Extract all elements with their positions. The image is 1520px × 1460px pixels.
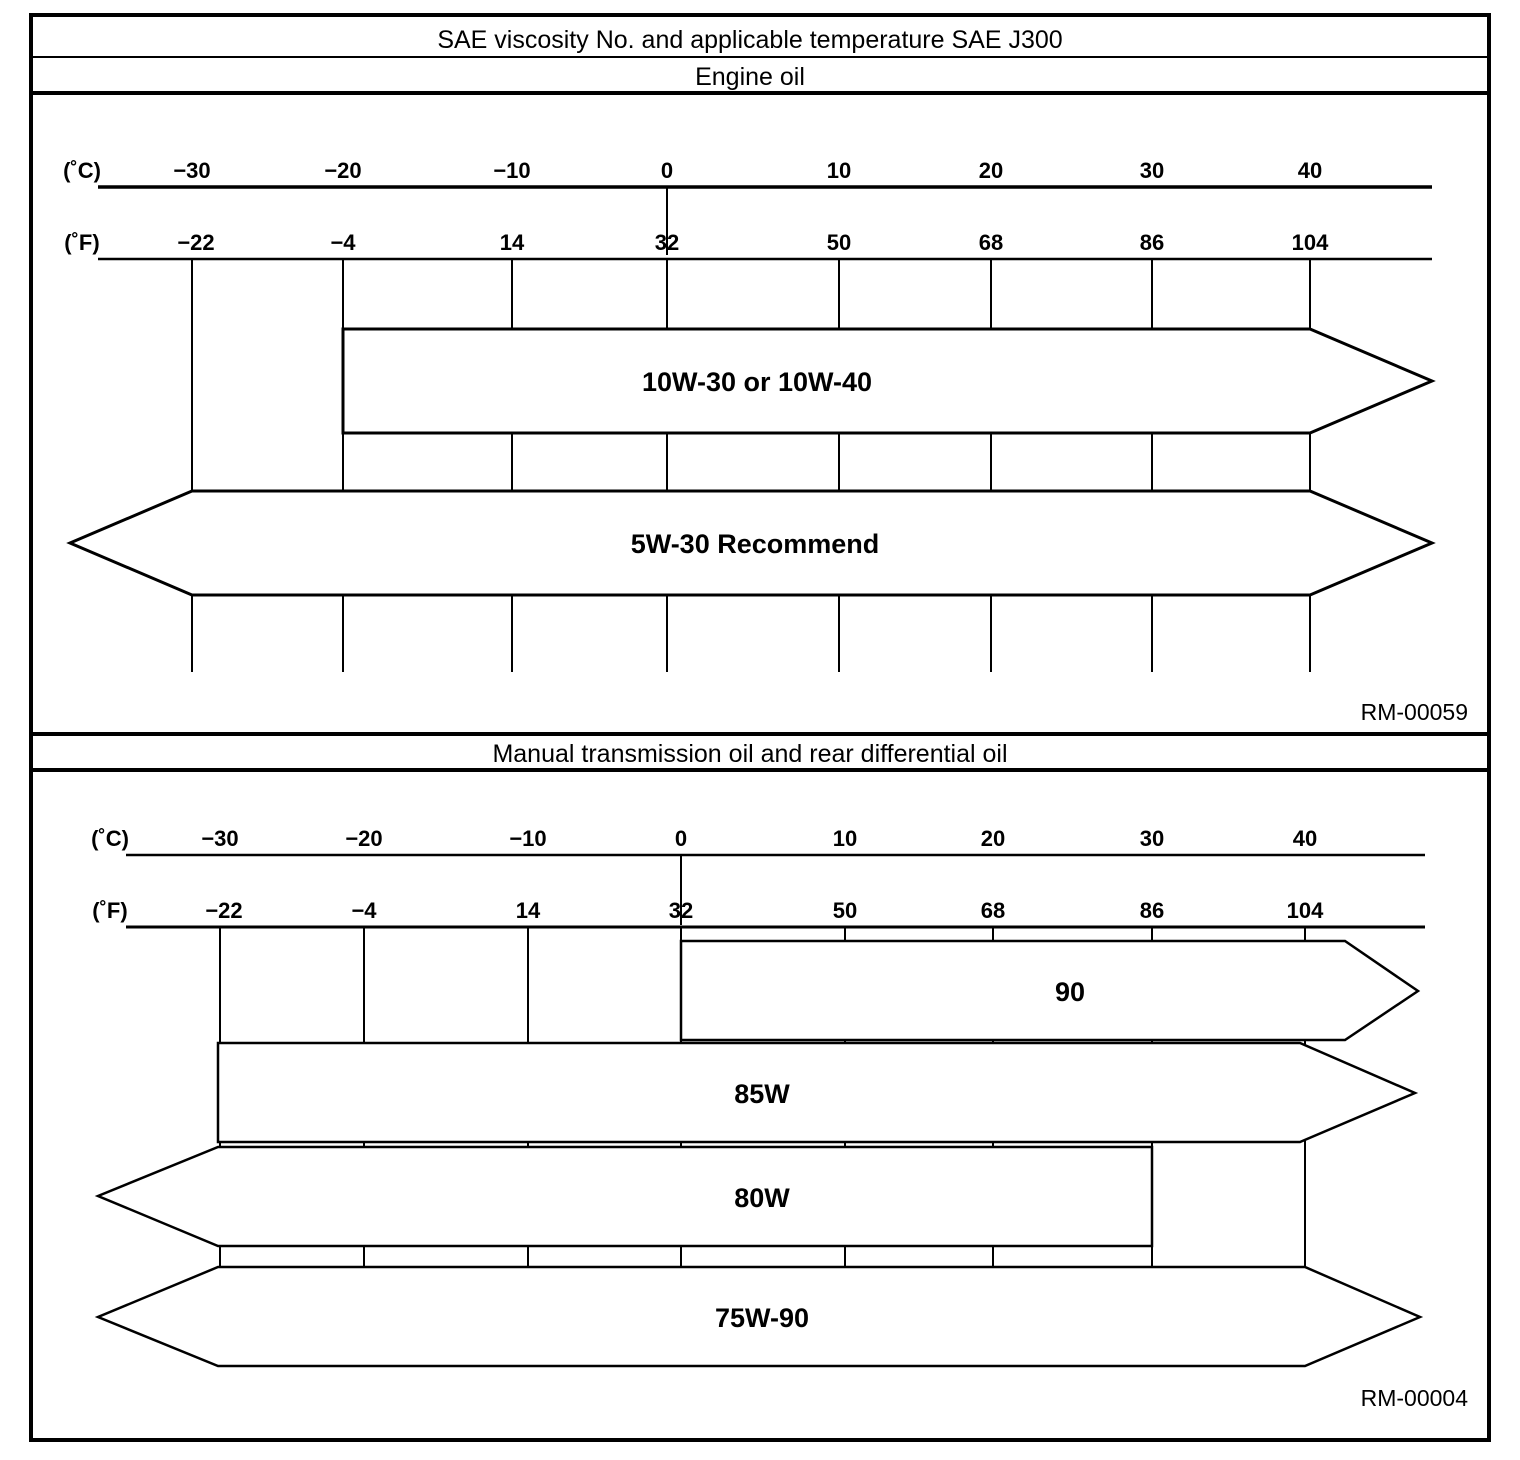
c-tick-2-3: 0 [675, 826, 687, 851]
f-tick-1-1: −4 [330, 230, 356, 255]
f-tick-1-0: −22 [177, 230, 214, 255]
reference-code-1: RM-00059 [1361, 699, 1468, 725]
document-title-bar: SAE viscosity No. and applicable tempera… [31, 26, 1489, 58]
c-tick-1-6: 30 [1140, 158, 1164, 183]
transmission-differential-oil-chart: (˚C) −30 −20 −10 0 10 20 30 40 (˚F) −22 … [91, 826, 1468, 1411]
grid-lines-1 [191, 259, 1311, 672]
f-tick-1-6: 86 [1140, 230, 1164, 255]
band-80w: 80W [94, 1145, 1154, 1248]
c-tick-2-0: −30 [201, 826, 238, 851]
band-5w30: 5W-30 Recommend [66, 489, 1436, 597]
c-tick-1-1: −20 [324, 158, 361, 183]
f-tick-1-2: 14 [500, 230, 525, 255]
section-2-title: Manual transmission oil and rear differe… [492, 740, 1007, 768]
fahrenheit-axis-1: (˚F) −22 −4 14 32 50 68 86 104 [64, 230, 1432, 261]
f-tick-2-3: 32 [669, 898, 693, 923]
celsius-axis-1: (˚C) −30 −20 −10 0 10 20 30 40 [63, 158, 1432, 189]
c-tick-2-7: 40 [1293, 826, 1317, 851]
f-tick-1-5: 68 [979, 230, 1003, 255]
band-label-10w30-10w40: 10W-30 or 10W-40 [642, 367, 872, 397]
f-tick-1-4: 50 [827, 230, 851, 255]
fahrenheit-axis-2: (˚F) −22 −4 14 32 50 68 86 104 [92, 898, 1425, 929]
c-tick-2-1: −20 [345, 826, 382, 851]
f-tick-2-5: 68 [981, 898, 1005, 923]
celsius-axis-2: (˚C) −30 −20 −10 0 10 20 30 40 [91, 826, 1425, 857]
page-title: SAE viscosity No. and applicable tempera… [437, 26, 1062, 54]
section-1-heading: Engine oil [31, 63, 1489, 95]
celsius-unit-label-2: (˚C) [91, 826, 129, 851]
f-tick-1-3: 32 [655, 230, 679, 255]
band-10w30-10w40: 10W-30 or 10W-40 [341, 327, 1436, 435]
fahrenheit-unit-label-2: (˚F) [92, 898, 127, 923]
c-tick-2-6: 30 [1140, 826, 1164, 851]
c-tick-2-2: −10 [509, 826, 546, 851]
celsius-unit-label-1: (˚C) [63, 158, 101, 183]
c-tick-1-3: 0 [661, 158, 673, 183]
f-tick-2-1: −4 [351, 898, 377, 923]
band-label-80w: 80W [734, 1183, 790, 1213]
band-75w90: 75W-90 [94, 1265, 1424, 1368]
engine-oil-chart: (˚C) −30 −20 −10 0 10 20 30 40 (˚F) −22 … [63, 158, 1468, 725]
c-tick-1-2: −10 [493, 158, 530, 183]
band-label-85w: 85W [734, 1079, 790, 1109]
f-tick-2-0: −22 [205, 898, 242, 923]
f-tick-2-4: 50 [833, 898, 857, 923]
c-tick-2-4: 10 [833, 826, 857, 851]
band-label-5w30: 5W-30 Recommend [631, 529, 880, 559]
band-label-90: 90 [1055, 977, 1085, 1007]
c-tick-1-5: 20 [979, 158, 1003, 183]
f-tick-1-7: 104 [1292, 230, 1329, 255]
f-tick-2-7: 104 [1287, 898, 1324, 923]
fahrenheit-unit-label-1: (˚F) [64, 230, 99, 255]
band-label-75w90: 75W-90 [715, 1303, 809, 1333]
section-1-title: Engine oil [695, 63, 805, 91]
c-tick-2-5: 20 [981, 826, 1005, 851]
c-tick-1-7: 40 [1298, 158, 1322, 183]
outer-frame [29, 13, 1491, 1442]
f-tick-2-6: 86 [1140, 898, 1164, 923]
section-2-heading: Manual transmission oil and rear differe… [31, 732, 1489, 772]
c-tick-1-0: −30 [173, 158, 210, 183]
reference-code-2: RM-00004 [1361, 1385, 1469, 1411]
band-85w: 85W [216, 1041, 1419, 1144]
c-tick-1-4: 10 [827, 158, 851, 183]
f-tick-2-2: 14 [516, 898, 541, 923]
band-90: 90 [679, 939, 1421, 1042]
